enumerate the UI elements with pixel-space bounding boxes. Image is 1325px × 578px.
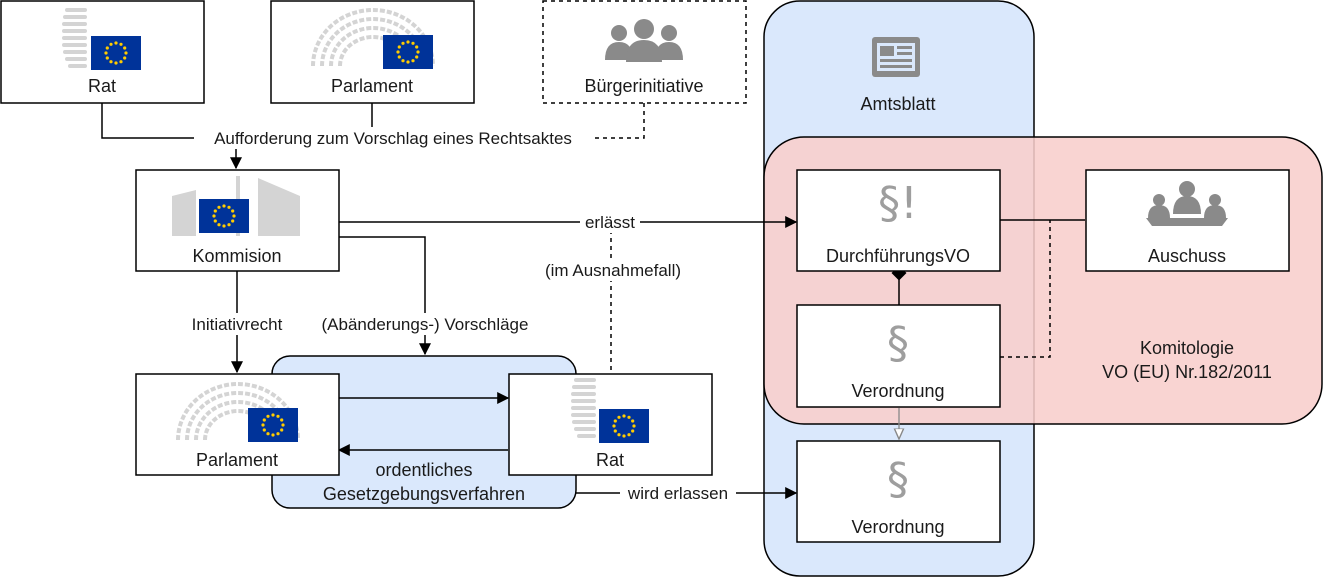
node-parlament-bottom: Parlament bbox=[135, 373, 340, 476]
paragraph-exclamation-icon: §! bbox=[878, 178, 918, 229]
label-vorschlaege: (Abänderungs-) Vorschläge bbox=[322, 315, 529, 334]
edge-rat-to-kommision bbox=[101, 103, 236, 139]
node-parlament-top: Parlament bbox=[270, 0, 475, 104]
council-building-icon bbox=[571, 378, 596, 438]
node-label: Verordnung bbox=[851, 381, 944, 401]
node-verordnung-bottom: § Verordnung bbox=[796, 440, 1001, 543]
edge-verordnung-auschuss bbox=[1000, 220, 1051, 358]
node-label: DurchführungsVO bbox=[826, 246, 970, 266]
group-icon bbox=[605, 19, 683, 62]
council-building-icon bbox=[62, 8, 87, 68]
paragraph-icon: § bbox=[887, 454, 909, 505]
eu-flag-icon bbox=[199, 199, 249, 233]
eu-flag-icon bbox=[248, 408, 298, 442]
gesetzgebung-label-line1: ordentliches bbox=[375, 460, 472, 480]
node-label: Parlament bbox=[196, 450, 278, 470]
edge-vorschlaege bbox=[338, 236, 431, 356]
node-label: Rat bbox=[88, 76, 116, 96]
label-erlaesst: erlässt bbox=[585, 213, 635, 232]
gesetzgebung-label-line2: Gesetzgebungsverfahren bbox=[323, 484, 525, 504]
node-label: Auschuss bbox=[1148, 246, 1226, 266]
label-initiativrecht: Initiativrecht bbox=[192, 315, 283, 334]
node-auschuss: Auschuss bbox=[1085, 169, 1290, 272]
node-verordnung-middle: § Verordnung bbox=[796, 304, 1001, 408]
node-label: Kommision bbox=[192, 246, 281, 266]
node-kommision: Kommision bbox=[135, 169, 340, 272]
node-label: Bürgerinitiative bbox=[584, 76, 703, 96]
edge-labels: Aufforderung zum Vorschlag eines Rechtsa… bbox=[184, 127, 736, 504]
node-label: Verordnung bbox=[851, 517, 944, 537]
paragraph-icon: § bbox=[887, 318, 909, 369]
meeting-icon bbox=[1146, 181, 1228, 226]
node-durchfuehrungsvo: §! DurchführungsVO bbox=[796, 169, 1001, 272]
label-aufforderung: Aufforderung zum Vorschlag eines Rechtsa… bbox=[214, 129, 572, 148]
komitologie-label-line2: VO (EU) Nr.182/2011 bbox=[1102, 362, 1272, 382]
eu-flag-icon bbox=[91, 36, 141, 70]
node-rat-bottom: Rat bbox=[508, 373, 713, 476]
label-wird-erlassen: wird erlassen bbox=[627, 484, 728, 503]
amtsblatt-label: Amtsblatt bbox=[860, 94, 935, 114]
node-label: Parlament bbox=[331, 76, 413, 96]
komitologie-label-line1: Komitologie bbox=[1140, 338, 1234, 358]
edge-buergerinitiative-to-kommision bbox=[590, 103, 645, 139]
newspaper-icon bbox=[872, 37, 920, 77]
node-rat-top: Rat bbox=[0, 0, 205, 104]
node-buergerinitiative: Bürgerinitiative bbox=[542, 0, 747, 104]
node-label: Rat bbox=[596, 450, 624, 470]
eu-flag-icon bbox=[383, 35, 433, 69]
eu-flag-icon bbox=[599, 409, 649, 443]
label-ausnahmefall: (im Ausnahmefall) bbox=[545, 261, 681, 280]
